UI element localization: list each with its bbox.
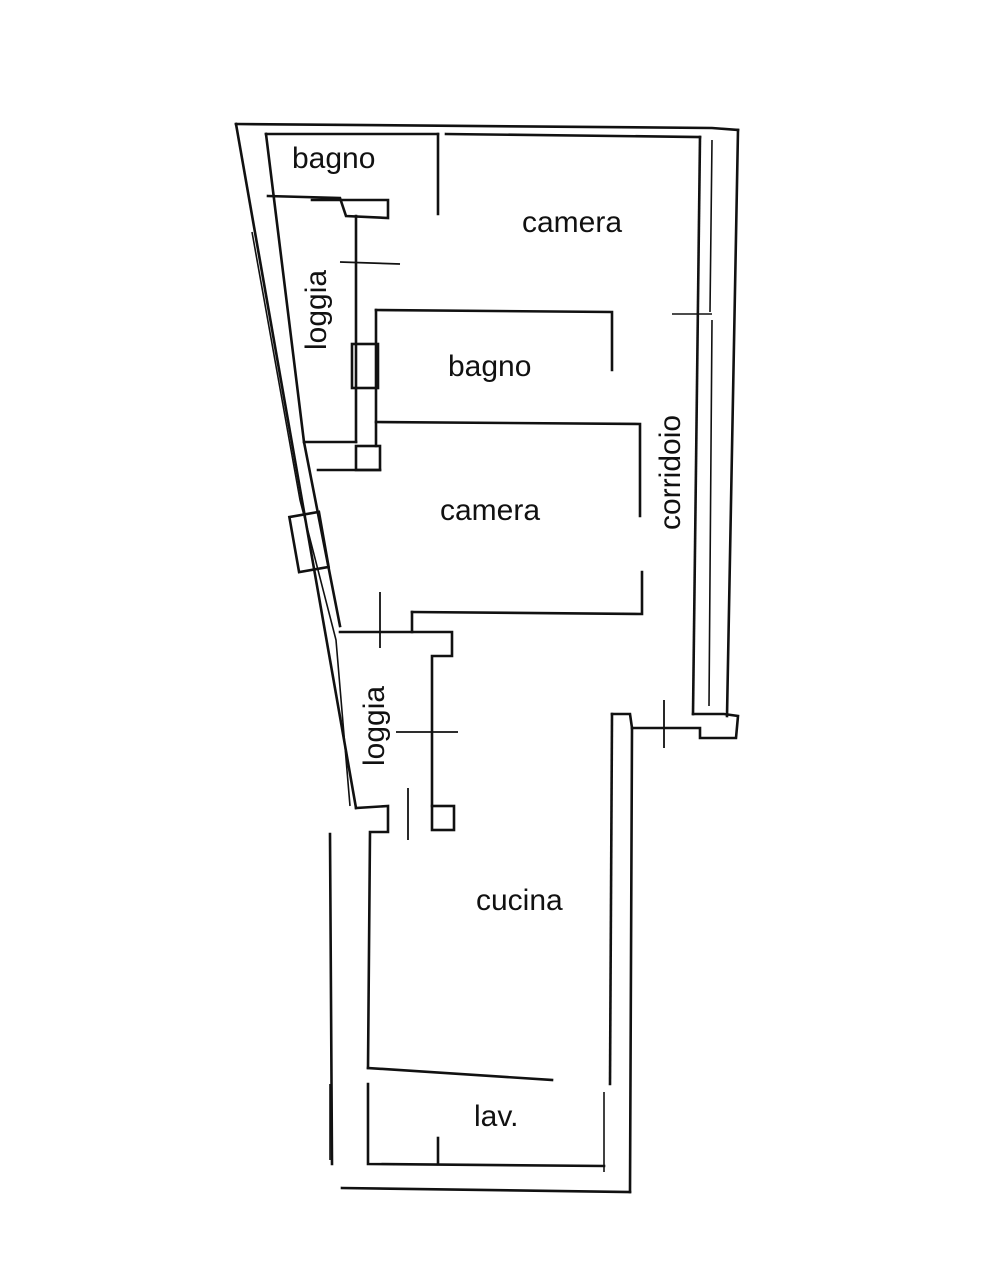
room-label-loggia-bottom: loggia [358,686,391,766]
room-label-cucina: cucina [476,884,563,917]
outer-walls [234,122,740,1194]
room-label-corridoio: corridoio [654,415,687,530]
interior-walls [266,132,712,1168]
room-label-lav: lav. [474,1100,518,1133]
room-label-camera-top: camera [522,206,622,239]
room-label-bagno-middle: bagno [448,350,531,383]
room-label-loggia-top: loggia [300,270,333,350]
room-label-bagno-top: bagno [292,142,375,175]
door-marks [339,261,665,840]
room-label-camera-middle: camera [440,494,540,527]
